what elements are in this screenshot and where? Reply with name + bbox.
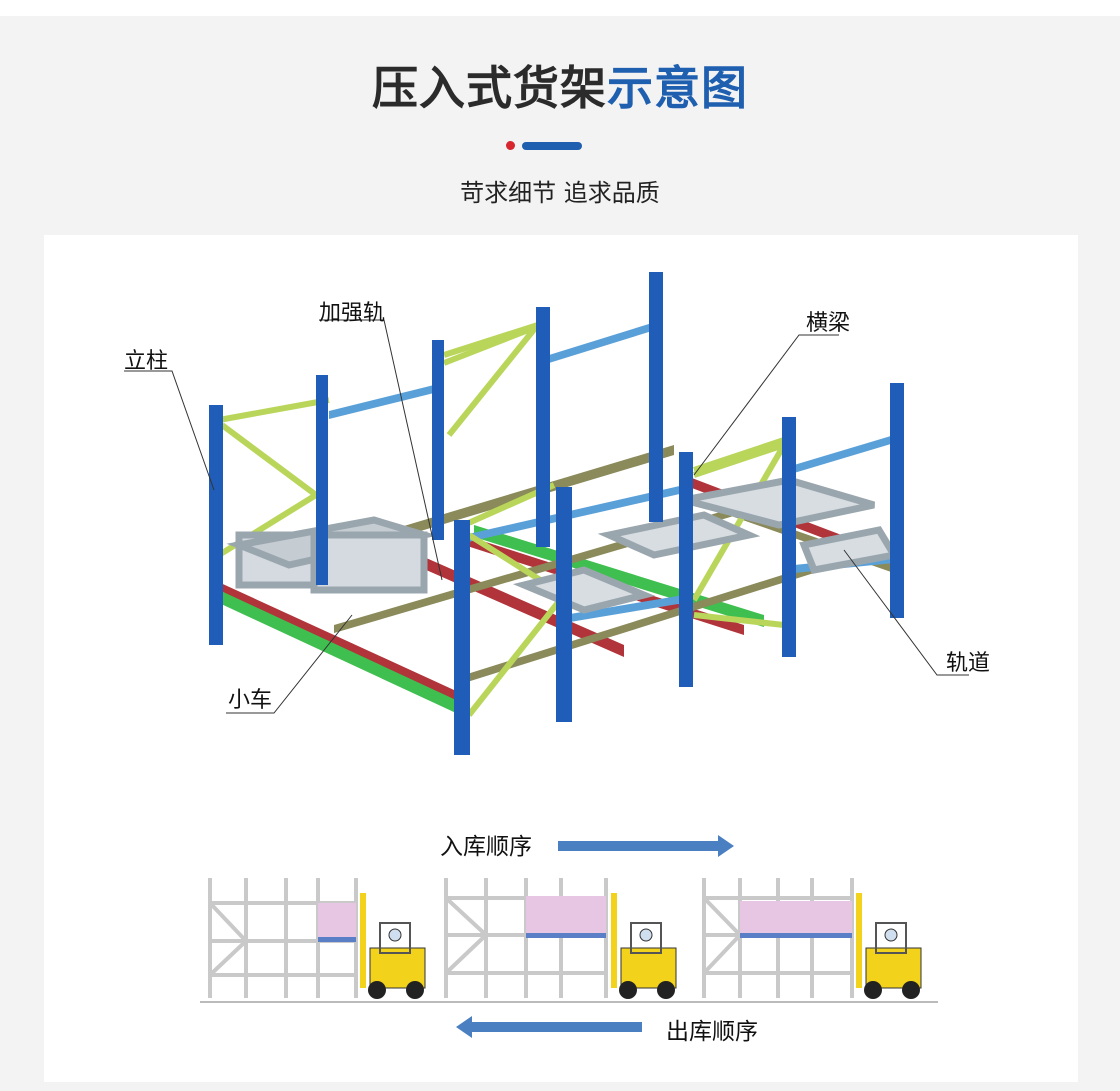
leader-lines [124, 319, 969, 714]
label-rail: 轨道 [946, 651, 991, 676]
label-beam: 横梁 [806, 311, 851, 336]
arrow-left-icon [456, 1016, 642, 1038]
forklift-icon [360, 893, 426, 999]
forklift-icon [611, 893, 677, 999]
rack-diagram [124, 272, 969, 755]
title-blue-part: 示意图 [607, 61, 748, 115]
divider-bar [522, 142, 582, 150]
forklift-icon [856, 893, 922, 999]
title-divider [0, 141, 1120, 151]
divider-dot [506, 141, 515, 150]
outbound-label: 出库顺序 [666, 1019, 758, 1045]
title-dark-part: 压入式货架 [372, 61, 607, 115]
uprights [209, 272, 904, 755]
page-title: 压入式货架示意图 [0, 52, 1120, 118]
page-subtitle: 苛求细节 追求品质 [460, 179, 660, 207]
diagram-panel: 立柱 加强轨 横梁 小车 轨道 入库顺序 出库顺序 [44, 235, 1078, 1082]
scene-3 [702, 878, 922, 999]
label-reinforce-rail: 加强轨 [319, 301, 386, 326]
label-upright: 立柱 [124, 349, 169, 374]
scene-2 [444, 878, 677, 999]
arrow-right-icon [558, 835, 734, 857]
label-cart: 小车 [228, 688, 273, 713]
scene-1 [208, 878, 426, 999]
inbound-label: 入库顺序 [440, 834, 532, 860]
loading-sequence-illustration [200, 863, 938, 1005]
